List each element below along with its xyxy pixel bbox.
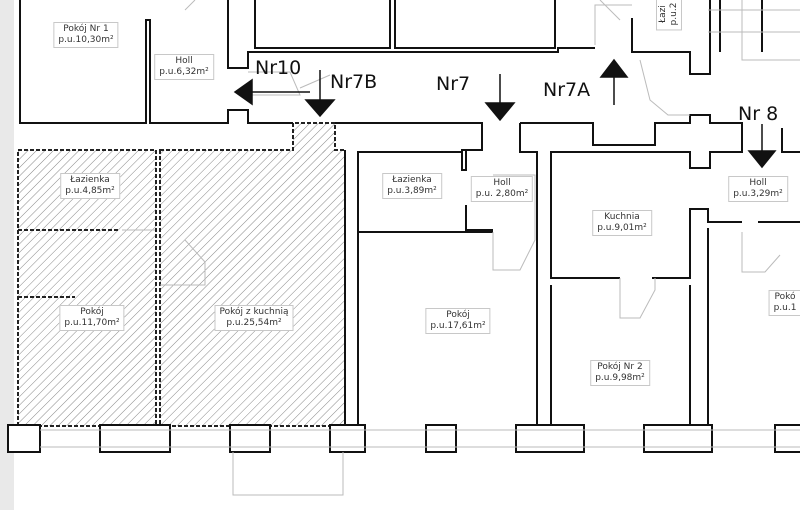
entrance-arrows: [233, 58, 777, 169]
exterior-wall: [7, 424, 800, 453]
entrance-label-nr8: Nr 8: [738, 103, 779, 125]
entrance-label-nr7: Nr7: [436, 73, 471, 95]
arrow-down-icon: [747, 124, 777, 169]
entrance-label-nr10: Nr10: [255, 57, 302, 79]
highlighted-apartment-area: [17, 122, 346, 427]
entrance-label-nr7b: Nr7B: [330, 71, 378, 93]
arrow-up-icon: [599, 58, 629, 105]
scan-border: [0, 0, 14, 510]
entrance-label-nr7a: Nr7A: [543, 79, 591, 101]
arrow-down-icon: [304, 70, 336, 118]
walls: [19, 0, 800, 425]
arrow-down-icon: [484, 74, 516, 122]
arrow-left-icon: [233, 78, 310, 106]
windows-and-doors: [40, 0, 800, 496]
